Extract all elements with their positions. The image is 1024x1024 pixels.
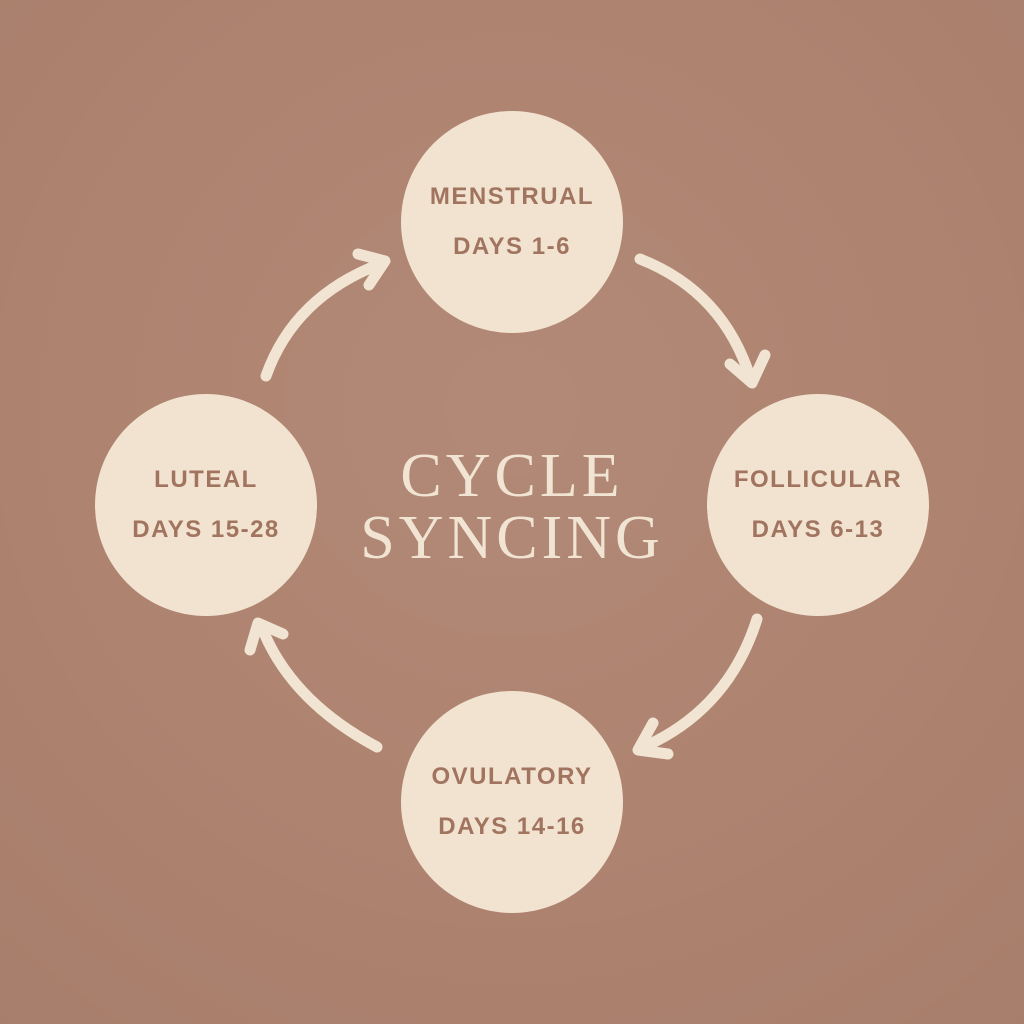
- phase-days: DAYS 14-16: [438, 813, 586, 840]
- phase-name: MENSTRUAL: [429, 183, 595, 210]
- phase-circle-luteal: LUTEAL DAYS 15-28: [95, 394, 317, 616]
- arrow-luteal-to-menstrual: [260, 248, 391, 382]
- diagram-title-line-2: SYNCING: [360, 504, 664, 572]
- phase-days: DAYS 1-6: [453, 233, 571, 260]
- diagram-title-line-1: CYCLE: [400, 442, 624, 510]
- phase-circle-menstrual: MENSTRUAL DAYS 1-6: [401, 111, 623, 333]
- phase-circle-follicular: FOLLICULAR DAYS 6-13: [707, 394, 929, 616]
- phase-days: DAYS 6-13: [751, 516, 885, 543]
- phase-name: LUTEAL: [154, 466, 258, 493]
- arrow-follicular-to-ovulatory: [632, 613, 763, 760]
- arrow-menstrual-to-follicular: [634, 253, 771, 389]
- diagram-title: CYCLE SYNCING: [360, 445, 664, 569]
- arrow-ovulatory-to-luteal: [244, 617, 383, 753]
- phase-circle-ovulatory: OVULATORY DAYS 14-16: [401, 691, 623, 913]
- phase-name: OVULATORY: [431, 763, 593, 790]
- phase-days: DAYS 15-28: [132, 516, 280, 543]
- phase-name: FOLLICULAR: [733, 466, 903, 493]
